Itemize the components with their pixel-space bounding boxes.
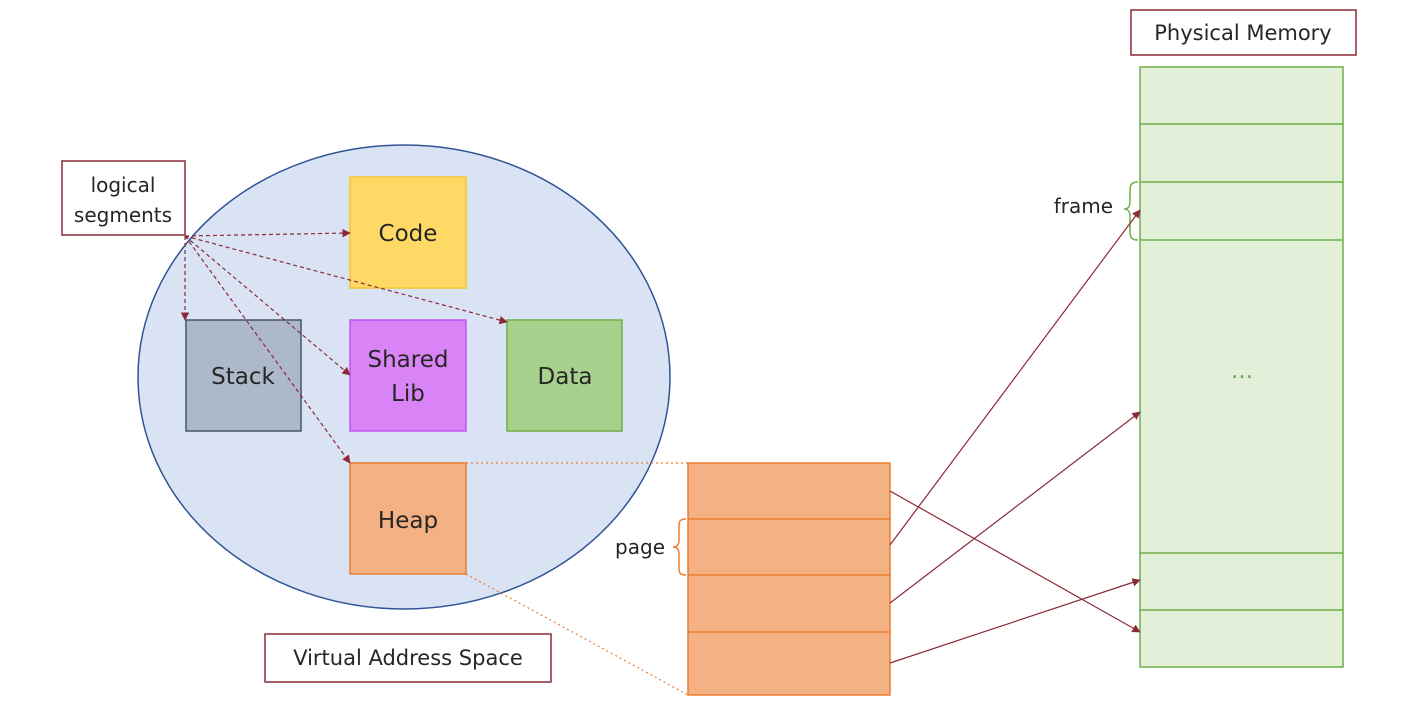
data-segment-label: Data (538, 364, 593, 390)
mapping-arrow-page2-to-frame-top (889, 209, 1141, 546)
virtual-address-space-label: Virtual Address Space (264, 633, 552, 683)
data-segment: Data (506, 319, 623, 432)
heap-pages-block (687, 462, 891, 696)
virtual-address-space-text: Virtual Address Space (293, 646, 523, 670)
mapping-arrow-page4-to-frame-lower (889, 578, 1141, 664)
stack-segment-label: Stack (211, 364, 275, 390)
page-frame-mapping-arrows (889, 209, 1141, 664)
page-label: page (615, 535, 665, 559)
logical-segments-line1: logical (91, 173, 156, 197)
physical-memory-text: Physical Memory (1154, 21, 1332, 45)
heap-segment: Heap (349, 462, 467, 575)
shared-lib-label-line1: Shared (368, 347, 449, 373)
physical-memory-label: Physical Memory (1130, 9, 1357, 56)
logical-segments-label: logical segments (61, 160, 186, 236)
shared-lib-label-line2: Lib (391, 381, 425, 407)
page-brace: page (615, 518, 687, 576)
mapping-arrow-page3-to-frame-middle (889, 411, 1141, 604)
logical-segments-line2: segments (74, 203, 172, 227)
memory-ellipsis: … (1231, 359, 1253, 384)
heap-expansion-bottom-line (465, 573, 689, 696)
frame-label: frame (1054, 194, 1113, 218)
physical-memory-column: … (1139, 66, 1344, 668)
shared-lib-segment: Shared Lib (349, 319, 467, 432)
code-segment: Code (349, 176, 467, 289)
stack-segment: Stack (185, 319, 302, 432)
mapping-arrow-page1-to-frame-bottom (889, 490, 1141, 633)
frame-brace: frame (1054, 181, 1139, 241)
logical-segment-arrows (180, 228, 508, 464)
code-segment-label: Code (379, 221, 438, 247)
arrow-to-heap (184, 235, 351, 464)
arrow-to-shared-lib (184, 235, 351, 376)
heap-segment-label: Heap (378, 508, 438, 534)
